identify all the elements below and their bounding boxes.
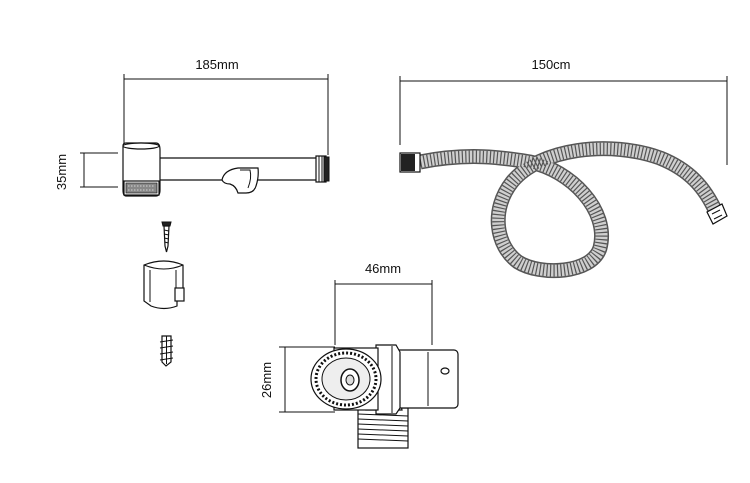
hose-length-label: 150cm: [531, 57, 570, 72]
screw: [161, 221, 172, 253]
flexible-hose: [399, 141, 728, 279]
wall-holder: [143, 260, 185, 310]
head-height-label: 35mm: [54, 154, 69, 190]
valve-height-label: 26mm: [259, 362, 274, 398]
sprayer-height-dimension: 35mm: [54, 152, 118, 190]
valve-width-dimension: 46mm: [334, 261, 433, 345]
t-valve: [310, 344, 459, 449]
valve-height-dimension: 26mm: [259, 346, 335, 413]
wall-plug: [159, 335, 174, 367]
hose-length-dimension: 150cm: [399, 57, 728, 165]
sprayer-length-label: 185mm: [195, 57, 238, 72]
hose-cone-fitting: [706, 203, 728, 225]
valve-width-label: 46mm: [365, 261, 401, 276]
sprayer-width-dimension: 185mm: [123, 57, 329, 155]
hand-sprayer: [122, 142, 330, 197]
